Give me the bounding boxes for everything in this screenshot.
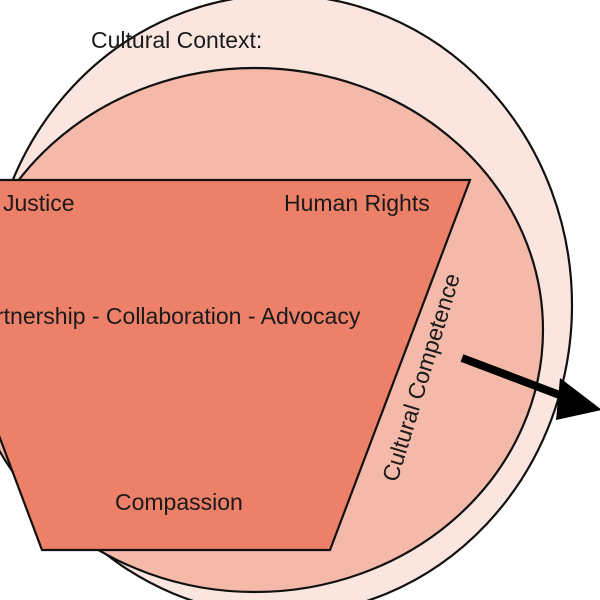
arrow-head-icon: [556, 378, 600, 420]
human-rights-label: Human Rights: [284, 190, 430, 216]
partnership-collaboration-advocacy-label: rtnership - Collaboration - Advocacy: [0, 303, 361, 329]
compassion-label: Compassion: [115, 489, 243, 515]
outer-context-label: Cultural Context:: [91, 27, 262, 53]
values-trapezoid: [0, 178, 472, 552]
justice-label: Justice: [3, 190, 75, 216]
